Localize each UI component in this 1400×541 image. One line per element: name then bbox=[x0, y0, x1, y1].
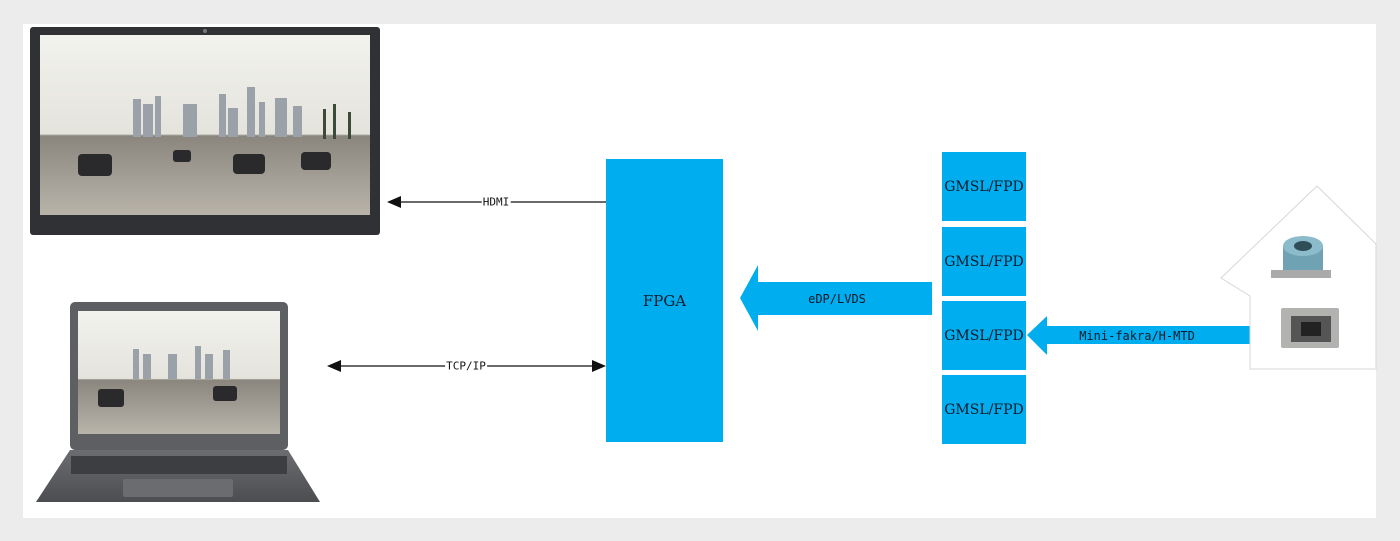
fpga-label: FPGA bbox=[642, 291, 687, 310]
gmsl-label: GMSL/FPD bbox=[944, 327, 1024, 344]
fpga-block: FPGA bbox=[606, 159, 723, 442]
tcpip-label: TCP/IP bbox=[445, 359, 487, 373]
diagram-graphics bbox=[30, 27, 1377, 502]
mini-fakra-arrow bbox=[1027, 316, 1250, 355]
gmsl-block-2: GMSL/FPD bbox=[942, 227, 1026, 296]
gmsl-label: GMSL/FPD bbox=[944, 178, 1024, 195]
gmsl-block-1: GMSL/FPD bbox=[942, 152, 1026, 221]
connector-icon bbox=[1220, 185, 1377, 370]
laptop-icon bbox=[36, 302, 320, 502]
edp-lvds-arrow bbox=[740, 265, 932, 331]
gmsl-label: GMSL/FPD bbox=[944, 253, 1024, 270]
monitor-icon bbox=[30, 27, 380, 235]
mini-fakra-label: Mini-fakra/H-MTD bbox=[1079, 329, 1195, 343]
edp-lvds-label: eDP/LVDS bbox=[808, 292, 866, 306]
gmsl-label: GMSL/FPD bbox=[944, 401, 1024, 418]
gmsl-block-4: GMSL/FPD bbox=[942, 375, 1026, 444]
diagram-canvas: HDMI TCP/IP eDP/LVDS Mini-fakra/H-MTD FP… bbox=[23, 24, 1377, 518]
gmsl-block-3: GMSL/FPD bbox=[942, 301, 1026, 370]
hdmi-label: HDMI bbox=[481, 195, 511, 209]
